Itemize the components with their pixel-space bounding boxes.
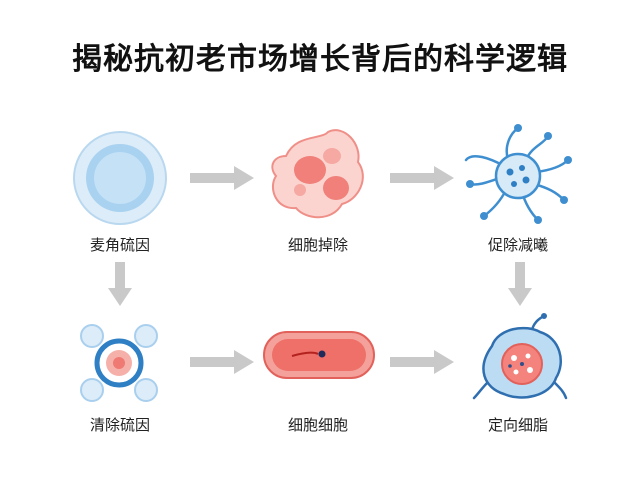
arrow-down-icon — [508, 262, 532, 306]
step-label-5: 细胞细胞 — [287, 416, 348, 434]
arrow-right-icon — [390, 166, 454, 190]
irregular-cell-icon — [472, 313, 568, 400]
arrow-right-icon — [190, 166, 254, 190]
step-label-3: 促除减曦 — [487, 236, 548, 254]
step-label-6: 定向细脂 — [487, 416, 548, 434]
elongated-cell-icon — [263, 331, 375, 379]
dendritic-cell-icon — [464, 124, 572, 224]
step-label-2: 细胞掉除 — [287, 236, 348, 254]
damaged-cell-icon — [271, 129, 364, 219]
arrow-right-icon — [190, 350, 254, 374]
step-label-4: 清除硫因 — [89, 416, 150, 434]
arrow-right-icon — [390, 350, 454, 374]
page-title: 揭秘抗初老市场增长背后的科学逻辑 — [72, 42, 568, 77]
clear-cell-icon — [73, 131, 167, 225]
step-label-1: 麦角硫因 — [89, 236, 150, 254]
arrow-down-icon — [108, 262, 132, 306]
protected-cell-icon — [80, 324, 158, 402]
